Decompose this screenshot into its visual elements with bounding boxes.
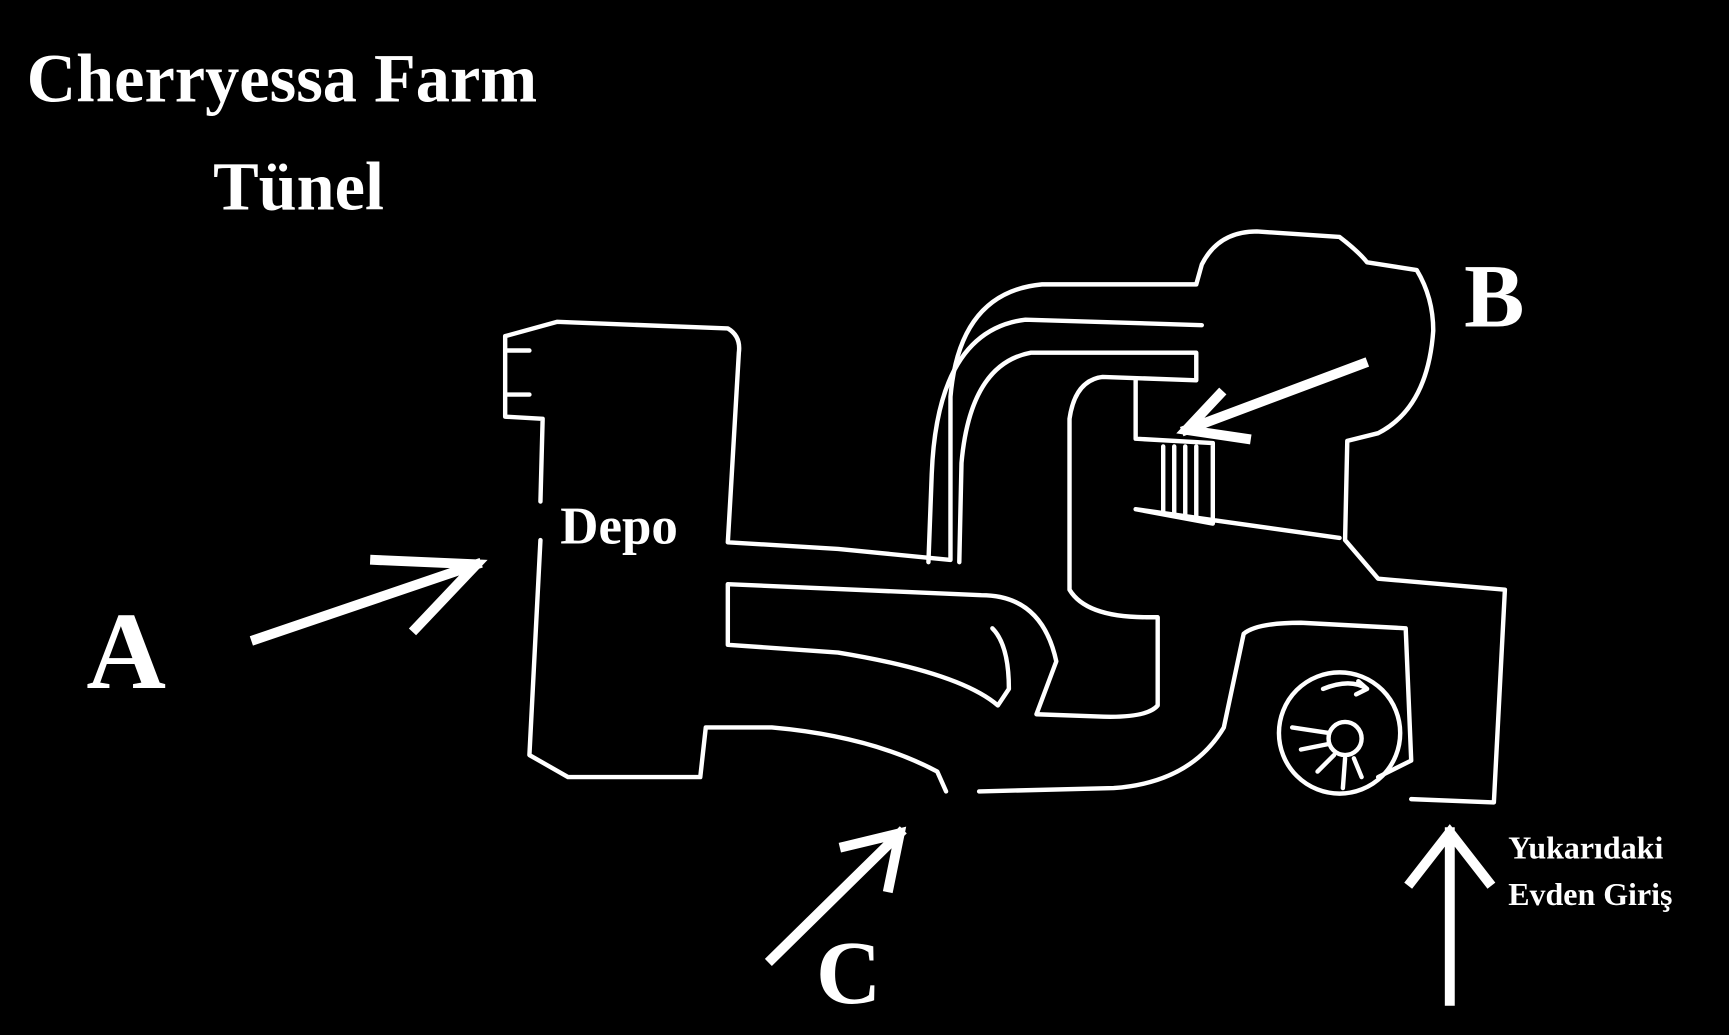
lower-tunnel-outline [527,537,949,794]
label-b: B [1464,245,1524,346]
title-line-2: Tünel [213,148,384,224]
title-line-1: Cherryessa Farm [27,40,537,116]
fan-hub [1326,719,1364,758]
inner-loop-inner-wall [725,350,1199,719]
arrow-b-icon [1176,357,1370,445]
depo-room-outline [502,229,1508,805]
arrow-c [764,826,907,966]
right-tunnel-outline [976,620,1414,794]
inner-loop-outer-wall [926,317,1204,565]
label-c: C [816,922,881,1023]
fan-blades [1289,678,1370,791]
tunnel-outline [502,229,1508,805]
stairs-outline [1133,378,1342,541]
arrow-entrance [1404,824,1496,1006]
arrow-a-icon [249,554,488,646]
entrance-label-line-2: Evden Giriş [1508,877,1672,912]
depo-door-marks [502,348,532,397]
arrow-c-icon [764,826,907,966]
arrow-a [249,554,488,646]
depo-label: Depo [560,497,678,555]
label-a: A [86,590,166,712]
arrow-up-icon [1404,824,1496,1006]
entrance-label-line-1: Yukarıdaki [1508,831,1663,866]
stairs-icon [1161,444,1199,521]
arrow-b [1176,357,1370,445]
fan-icon [1276,670,1403,796]
